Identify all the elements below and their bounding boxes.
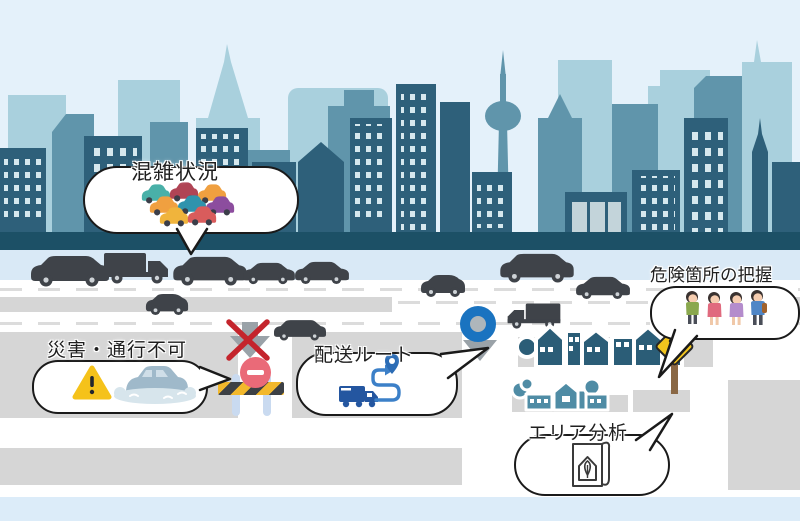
sidewalk-block: [633, 390, 690, 412]
car-icon: [576, 276, 630, 300]
car-icon: [274, 320, 326, 341]
city-skyline: [0, 40, 800, 250]
barricade-icon: [218, 382, 284, 395]
car-icon: [500, 253, 574, 283]
car-icon: [31, 256, 109, 287]
sign-post: [671, 352, 678, 394]
lane-divider: [398, 301, 688, 304]
danger-label: 危険箇所の把握: [650, 266, 773, 286]
disaster-label: 災害・通行不可: [47, 339, 188, 361]
delivery-route-icon: [339, 354, 401, 408]
road-closed-cross-icon: [226, 319, 270, 361]
lane-divider: [0, 322, 800, 325]
lane-divider: [0, 288, 800, 291]
area-label: エリア分析: [528, 422, 629, 444]
destination-pin-icon: [460, 306, 496, 342]
car-icon: [145, 293, 189, 316]
congestion-callout-tail: [175, 227, 209, 256]
area-map-icon: [572, 441, 611, 487]
car-icon: [243, 262, 295, 285]
car-icon: [295, 261, 349, 285]
car-icon: [173, 256, 247, 286]
barricade-post: [232, 374, 240, 416]
truck-icon: [104, 253, 168, 284]
sidewalk-block: [728, 380, 800, 490]
car-icon: [421, 275, 465, 297]
area-callout-tail: [634, 412, 674, 452]
flooded-car-icon: [114, 366, 196, 404]
delivery-label: 配送ルート: [314, 344, 415, 366]
sidewalk-block: [0, 448, 462, 485]
median-strip: [0, 297, 392, 312]
danger-callout-tail: [657, 328, 699, 379]
barricade-post: [263, 374, 271, 416]
houses-small-row-icon: [512, 376, 610, 412]
disaster-callout-tail: [198, 365, 232, 392]
bottom-band: [0, 497, 800, 521]
delivery-callout-tail: [439, 346, 490, 380]
congestion-label: 混雑状況: [131, 160, 219, 184]
warning-triangle-icon: [72, 365, 112, 400]
no-entry-sign-icon: [240, 357, 271, 388]
